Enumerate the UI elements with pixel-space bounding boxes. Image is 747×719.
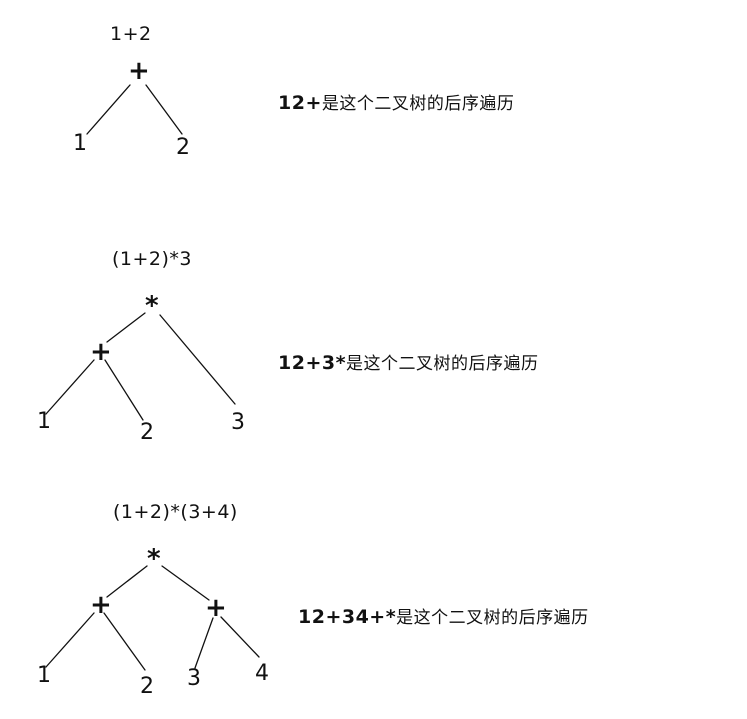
tree2-node-root: *	[145, 291, 159, 321]
tree2-edge-root-leaf3	[159, 314, 236, 405]
tree3-node-leaf4: 4	[255, 661, 269, 686]
tree3-node-root: *	[147, 544, 161, 574]
tree3-edge-plusright-leaf4	[220, 616, 260, 658]
tree3-node-plus-right: +	[205, 593, 227, 623]
tree3-node-plus-left: +	[90, 590, 112, 620]
tree3-edge-root-plus-left	[106, 565, 148, 598]
tree1-postfix: 12+	[278, 92, 322, 114]
tree2-note-text: 是这个二叉树的后序遍历	[346, 354, 539, 374]
tree3-note-text: 是这个二叉树的后序遍历	[396, 608, 589, 628]
tree3-node-leaf1: 1	[37, 663, 51, 688]
tree3-expression: (1+2)*(3+4)	[113, 501, 238, 523]
tree2-node-leaf1: 1	[37, 409, 51, 434]
tree1-edge-root-leaf2	[145, 84, 183, 135]
tree1-expression: 1+2	[110, 23, 152, 45]
tree2-node-leaf3: 3	[231, 410, 245, 435]
tree2-edge-root-plus	[106, 312, 146, 343]
tree3-edge-root-plus-right	[161, 565, 210, 601]
tree3-node-leaf2: 2	[140, 674, 154, 699]
tree1-node-leaf1: 1	[73, 131, 87, 156]
tree2-postfix: 12+3*	[278, 352, 347, 374]
tree1-note-text: 是这个二叉树的后序遍历	[321, 94, 515, 114]
tree1-node-leaf2: 2	[176, 135, 190, 160]
tree3-edge-plusright-leaf3	[194, 617, 214, 669]
tree3-edge-plusleft-leaf1	[45, 612, 95, 668]
tree2-expression: (1+2)*3	[112, 248, 193, 270]
tree1-traversal-note: 12+是这个二叉树的后序遍历	[278, 94, 514, 113]
tree1-edge-root-leaf1	[86, 84, 131, 135]
tree3-edge-plusleft-leaf2	[103, 612, 146, 671]
tree3-traversal-note: 12+34+*是这个二叉树的后序遍历	[298, 608, 589, 627]
tree2-node-plus: +	[90, 337, 112, 367]
tree1-node-root: +	[128, 56, 150, 86]
tree3-postfix: 12+34+*	[298, 606, 397, 628]
tree2-node-leaf2: 2	[140, 420, 154, 445]
tree2-edge-plus-leaf2	[104, 359, 144, 421]
tree3-node-leaf3: 3	[187, 666, 201, 691]
tree2-edge-plus-leaf1	[45, 359, 95, 415]
tree2-traversal-note: 12+3*是这个二叉树的后序遍历	[278, 354, 539, 373]
